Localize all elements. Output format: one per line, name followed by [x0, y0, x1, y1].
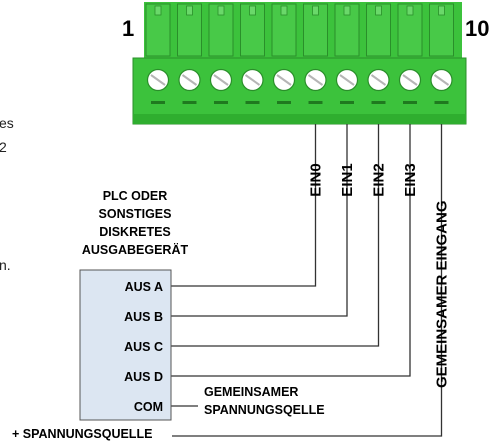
plc-title-line-3: DISKRETES: [99, 225, 171, 239]
terminal-finger-notch: [438, 5, 445, 16]
plc-rows: AUS A AUS B AUS C AUS D COM: [124, 280, 163, 414]
terminal-pin-8: [366, 3, 391, 104]
wires: [171, 124, 443, 437]
terminal-dash: [182, 101, 197, 104]
plc-title-line-4: AUSGABEGERÄT: [82, 242, 189, 257]
screw-slot: [402, 74, 418, 86]
supply-label: + SPANNUNGSQUELLE: [12, 427, 152, 441]
screw-slot: [307, 74, 324, 86]
input-label-3: EIN2: [371, 163, 388, 196]
terminal-dash: [403, 101, 417, 104]
wire-ein0: [171, 124, 317, 287]
input-label-2: EIN1: [339, 163, 356, 196]
plc-row-3: AUS C: [124, 340, 163, 354]
terminal-finger-notch: [217, 5, 225, 16]
screw-slot: [370, 74, 387, 86]
terminal-pin-5: [271, 3, 297, 104]
screw-slot: [339, 74, 355, 86]
wire-ein2: [171, 124, 380, 347]
plc-row-5: COM: [134, 400, 163, 414]
plc-row-2: AUS B: [124, 310, 163, 324]
terminal-dash: [245, 101, 260, 104]
terminal-pin-4: [240, 3, 265, 104]
terminal-finger-notch: [186, 5, 193, 16]
screw-slot: [244, 74, 261, 86]
terminal-finger-notch: [249, 5, 256, 16]
common-supply-line-2: SPANNUNGSQELLE: [204, 403, 325, 417]
screw-slot: [276, 74, 292, 86]
pin-first-label: 1: [122, 16, 134, 41]
terminal-pin-3: [208, 3, 234, 104]
screw-slot: [181, 74, 198, 86]
screw-slot: [433, 74, 450, 86]
cropped-fragment-3: n.: [0, 257, 11, 273]
terminal-rail: [133, 114, 466, 124]
terminal-pin-1: [145, 3, 171, 104]
wire-ein3: [171, 124, 411, 377]
input-label-5: GEMEINSAMER EINGANG: [434, 200, 451, 388]
terminal-pin-6: [303, 3, 328, 104]
screw-slot: [150, 74, 166, 86]
common-supply-line-1: GEMEINSAMER: [204, 385, 298, 399]
terminal-finger: [334, 3, 360, 57]
plc-title-line-1: PLC ODER: [103, 189, 168, 203]
terminal-pin-2: [177, 3, 202, 104]
terminal-dash: [214, 101, 228, 104]
cropped-fragment-2: 2: [0, 139, 7, 155]
terminal-finger-notch: [312, 5, 319, 16]
plc-title-line-2: SONSTIGES: [99, 207, 172, 221]
terminal-pin-10: [429, 3, 454, 104]
plc-box: [79, 269, 172, 421]
terminal-dash: [308, 101, 323, 104]
wire-common-input: [172, 124, 443, 437]
input-label-4: EIN3: [402, 163, 419, 196]
input-label-1: EIN0: [308, 163, 325, 196]
terminal-finger-notch: [154, 5, 162, 16]
terminal-block: [132, 2, 467, 125]
terminal-finger-notch: [343, 5, 351, 16]
plc-row-1: AUS A: [125, 280, 163, 294]
terminal-finger-notch: [406, 5, 414, 16]
pin-last-label: 10: [465, 16, 489, 41]
wire-ein1: [171, 124, 348, 317]
terminal-dash: [340, 101, 354, 104]
terminal-pin-7: [334, 3, 360, 104]
terminal-dash: [434, 101, 449, 104]
cropped-fragment-1: es: [0, 115, 14, 131]
terminal-finger-notch: [280, 5, 288, 16]
terminal-dash: [151, 101, 165, 104]
plc-title: PLC ODER SONSTIGES DISKRETES AUSGABEGERÄ…: [82, 189, 189, 257]
plc-row-4: AUS D: [124, 370, 163, 384]
screw-slot: [213, 74, 229, 86]
terminal-dash: [277, 101, 291, 104]
terminal-dash: [371, 101, 386, 104]
terminal-pin-9: [397, 3, 423, 104]
terminal-finger-notch: [375, 5, 382, 16]
